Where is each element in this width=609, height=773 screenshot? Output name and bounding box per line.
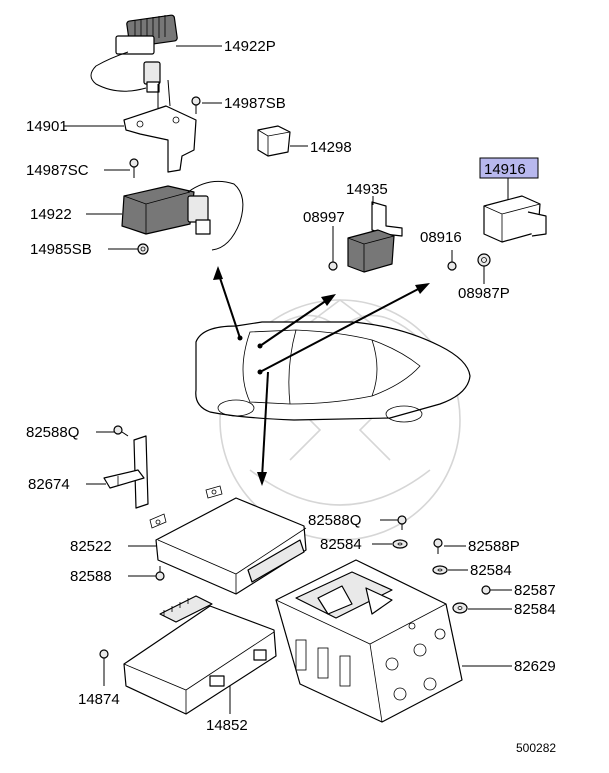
bracket-82674[interactable] — [103, 435, 149, 509]
label-14935: 14935 — [346, 181, 388, 198]
srs-module-82522[interactable] — [149, 485, 307, 595]
label-08997: 08997 — [303, 209, 345, 226]
label-08916: 08916 — [420, 229, 462, 246]
relay-14916[interactable] — [483, 195, 547, 243]
nut-08987P[interactable] — [477, 253, 491, 267]
label-82584-c: 82584 — [514, 601, 556, 618]
bolt-08997[interactable] — [328, 236, 338, 271]
bolt-14987SC[interactable] — [129, 158, 139, 178]
control-unit-14922[interactable] — [121, 180, 244, 251]
bolt-82588Q-upper[interactable] — [113, 425, 129, 437]
diagram-number: 500282 — [516, 741, 556, 755]
label-82629: 82629 — [514, 658, 556, 675]
label-14922P: 14922P — [224, 38, 276, 55]
label-14987SB: 14987SB — [224, 95, 286, 112]
nut-82587[interactable] — [481, 585, 491, 595]
label-82588: 82588 — [70, 568, 112, 585]
label-14987SC: 14987SC — [26, 162, 89, 179]
label-14922: 14922 — [30, 206, 72, 223]
label-14901: 14901 — [26, 118, 68, 135]
label-82584-a: 82584 — [320, 536, 362, 553]
nut-14985SB[interactable] — [137, 243, 149, 255]
relay-14935[interactable] — [347, 201, 403, 273]
bracket-82629[interactable] — [275, 559, 463, 723]
washer-82584-a[interactable] — [392, 539, 408, 549]
label-82522: 82522 — [70, 538, 112, 555]
bolt-82588Q-lower[interactable] — [397, 515, 407, 530]
label-08987P: 08987P — [458, 285, 510, 302]
label-14874: 14874 — [78, 691, 120, 708]
bracket-14901[interactable] — [123, 79, 197, 173]
bolt-14874[interactable] — [99, 649, 109, 686]
relay-14922P[interactable] — [90, 14, 178, 93]
label-14916[interactable]: 14916 — [484, 161, 526, 178]
location-arrows — [213, 266, 430, 486]
label-14852: 14852 — [206, 717, 248, 734]
label-14298: 14298 — [310, 139, 352, 156]
label-82584-b: 82584 — [470, 562, 512, 579]
label-82587: 82587 — [514, 582, 556, 599]
label-82588Q-upper: 82588Q — [26, 424, 79, 441]
bolt-14987SB[interactable] — [191, 96, 201, 114]
control-unit-14852[interactable] — [123, 595, 277, 715]
label-82588Q-lower: 82588Q — [308, 512, 361, 529]
bolt-08916[interactable] — [447, 250, 457, 271]
bolt-82588[interactable] — [155, 566, 165, 581]
vehicle-outline — [195, 321, 471, 423]
label-82674: 82674 — [28, 476, 70, 493]
label-82588P: 82588P — [468, 538, 520, 555]
highlight-box-14916 — [479, 157, 539, 179]
label-14985SB: 14985SB — [30, 241, 92, 258]
washer-82584-c[interactable] — [452, 602, 468, 614]
washer-82584-b[interactable] — [432, 565, 448, 575]
bolt-82588P[interactable] — [433, 538, 443, 554]
relay-14298[interactable] — [257, 125, 291, 157]
